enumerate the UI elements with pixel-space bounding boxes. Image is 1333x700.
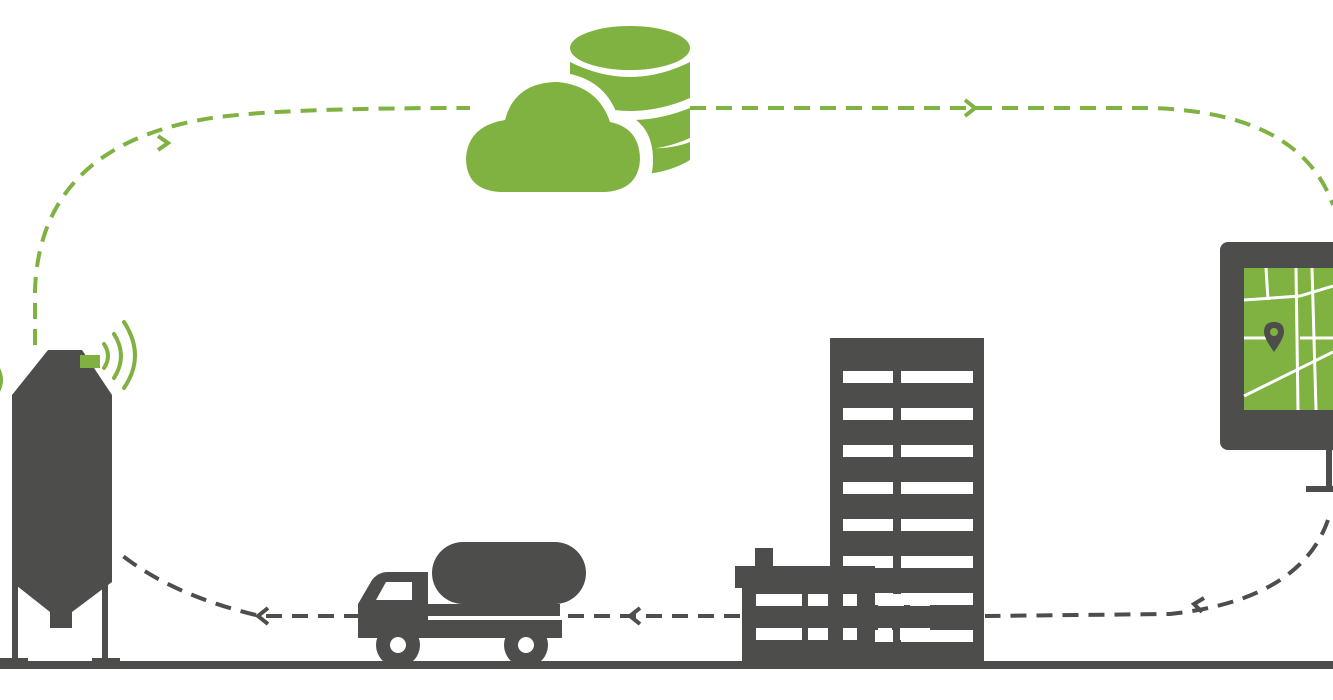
ground-line [0,661,1333,669]
building-window [843,371,893,383]
building-window [901,556,973,568]
flow-cloud-to-monitor [690,98,1333,206]
building-window [878,628,892,640]
factory-icon [735,548,930,664]
flow-silo-to-cloud [33,106,471,345]
arrow-head-icon [1190,596,1206,614]
map-monitor-icon [1220,242,1333,492]
factory-window [843,628,857,640]
flow-monitor-to-factory [984,519,1330,618]
cloud-icon [463,72,654,204]
building-window [843,556,893,568]
building-window [843,408,893,420]
arrow-head-icon [156,134,172,152]
building-window [843,482,893,494]
factory-window [756,628,802,640]
arrow-head-icon [963,98,979,118]
building-window [900,628,930,640]
location-pin-icon [1264,322,1284,352]
arrow-head-icon [626,606,642,626]
flow-factory-to-truck [562,606,740,626]
wireless-sensor-icon [80,320,137,390]
flow-truck-to-silo [116,550,360,626]
building-window [878,594,904,606]
building-window [843,445,893,457]
factory-window [808,594,828,606]
building-window [843,519,893,531]
arrow-head-icon [254,606,270,626]
building-window [910,594,930,606]
factory-window [843,594,857,606]
silo-icon [0,350,120,665]
building-window [901,519,973,531]
building-window [901,371,973,383]
building-window [901,482,973,494]
building-window [901,408,973,420]
tanker-truck-icon [358,542,586,667]
building-window [901,445,973,457]
factory-window [756,594,802,606]
factory-window [808,628,828,640]
